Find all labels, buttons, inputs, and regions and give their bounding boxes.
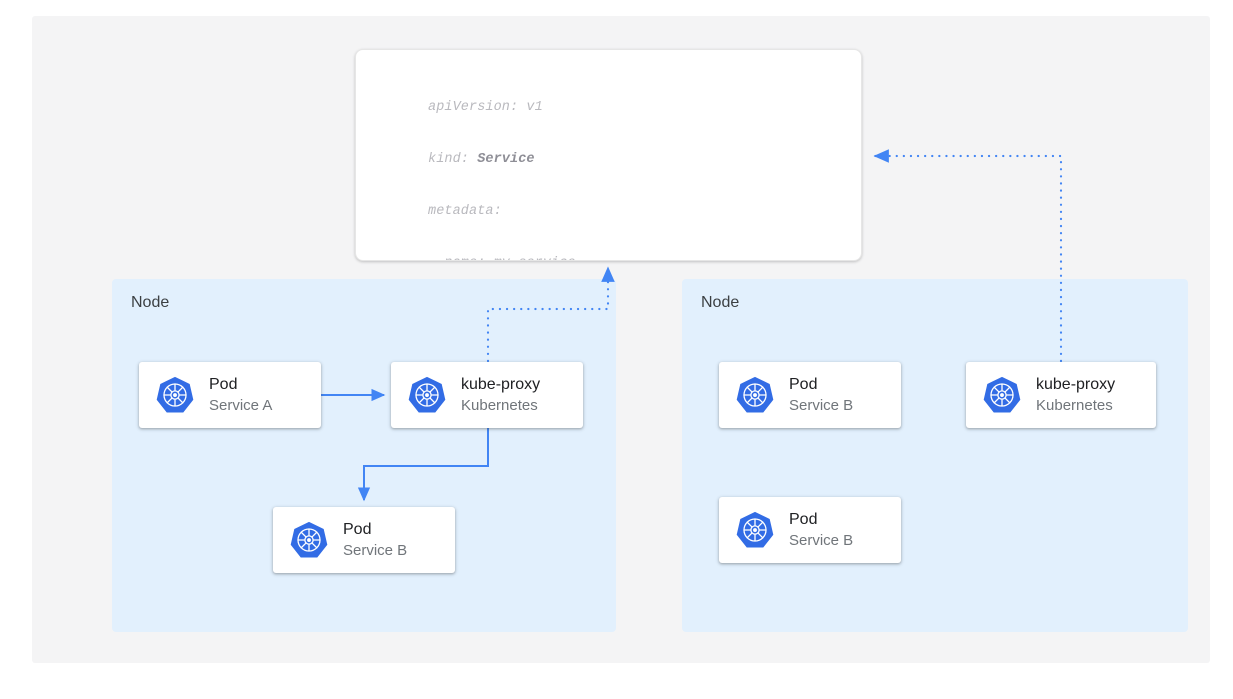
yaml-line: name: my-service bbox=[428, 255, 764, 260]
card-pod-service-a[interactable]: Pod Service A bbox=[139, 362, 321, 428]
card-title: Pod bbox=[209, 376, 238, 393]
card-subtitle: Service B bbox=[343, 542, 408, 559]
card-kube-proxy-left[interactable]: kube-proxy Kubernetes bbox=[391, 362, 583, 428]
card-pod-service-b-left[interactable]: Pod Service B bbox=[273, 507, 455, 573]
card-text: kube-proxy Kubernetes bbox=[461, 375, 540, 415]
node-container-right: Node bbox=[682, 279, 1188, 632]
card-title: Pod bbox=[343, 521, 372, 538]
card-subtitle: Service A bbox=[209, 397, 273, 414]
kubernetes-icon bbox=[736, 376, 774, 413]
card-title: kube-proxy bbox=[461, 376, 541, 393]
card-text: kube-proxy Kubernetes bbox=[1036, 375, 1115, 415]
node-container-left: Node bbox=[112, 279, 616, 632]
card-text: Pod Service B bbox=[789, 510, 853, 550]
service-yaml-text: apiVersion: v1 kind: Service metadata: n… bbox=[428, 64, 764, 260]
yaml-line: kind: Service bbox=[428, 152, 535, 168]
service-yaml-card: apiVersion: v1 kind: Service metadata: n… bbox=[355, 49, 862, 261]
card-pod-service-b-right-bottom[interactable]: Pod Service B bbox=[719, 497, 901, 563]
kubernetes-icon bbox=[983, 376, 1021, 413]
yaml-line: apiVersion: v1 bbox=[428, 99, 543, 115]
kubernetes-icon bbox=[290, 521, 328, 558]
card-kube-proxy-right[interactable]: kube-proxy Kubernetes bbox=[966, 362, 1156, 428]
diagram-canvas: apiVersion: v1 kind: Service metadata: n… bbox=[32, 16, 1210, 663]
card-title: kube-proxy bbox=[1036, 376, 1116, 393]
node-label-right: Node bbox=[701, 294, 740, 311]
card-title: Pod bbox=[789, 376, 818, 393]
kubernetes-icon bbox=[408, 376, 446, 413]
card-subtitle: Kubernetes bbox=[461, 397, 538, 414]
kubernetes-icon bbox=[736, 511, 774, 548]
card-text: Pod Service A bbox=[209, 375, 272, 415]
card-text: Pod Service B bbox=[789, 375, 853, 415]
card-pod-service-b-right-top[interactable]: Pod Service B bbox=[719, 362, 901, 428]
card-title: Pod bbox=[789, 511, 818, 528]
yaml-line: metadata: bbox=[428, 204, 502, 220]
card-subtitle: Service B bbox=[789, 397, 854, 414]
card-subtitle: Kubernetes bbox=[1036, 397, 1113, 414]
diagram-root: apiVersion: v1 kind: Service metadata: n… bbox=[32, 16, 1210, 663]
card-subtitle: Service B bbox=[789, 532, 854, 549]
card-text: Pod Service B bbox=[343, 520, 407, 560]
node-label-left: Node bbox=[131, 294, 170, 311]
kubernetes-icon bbox=[156, 376, 194, 413]
